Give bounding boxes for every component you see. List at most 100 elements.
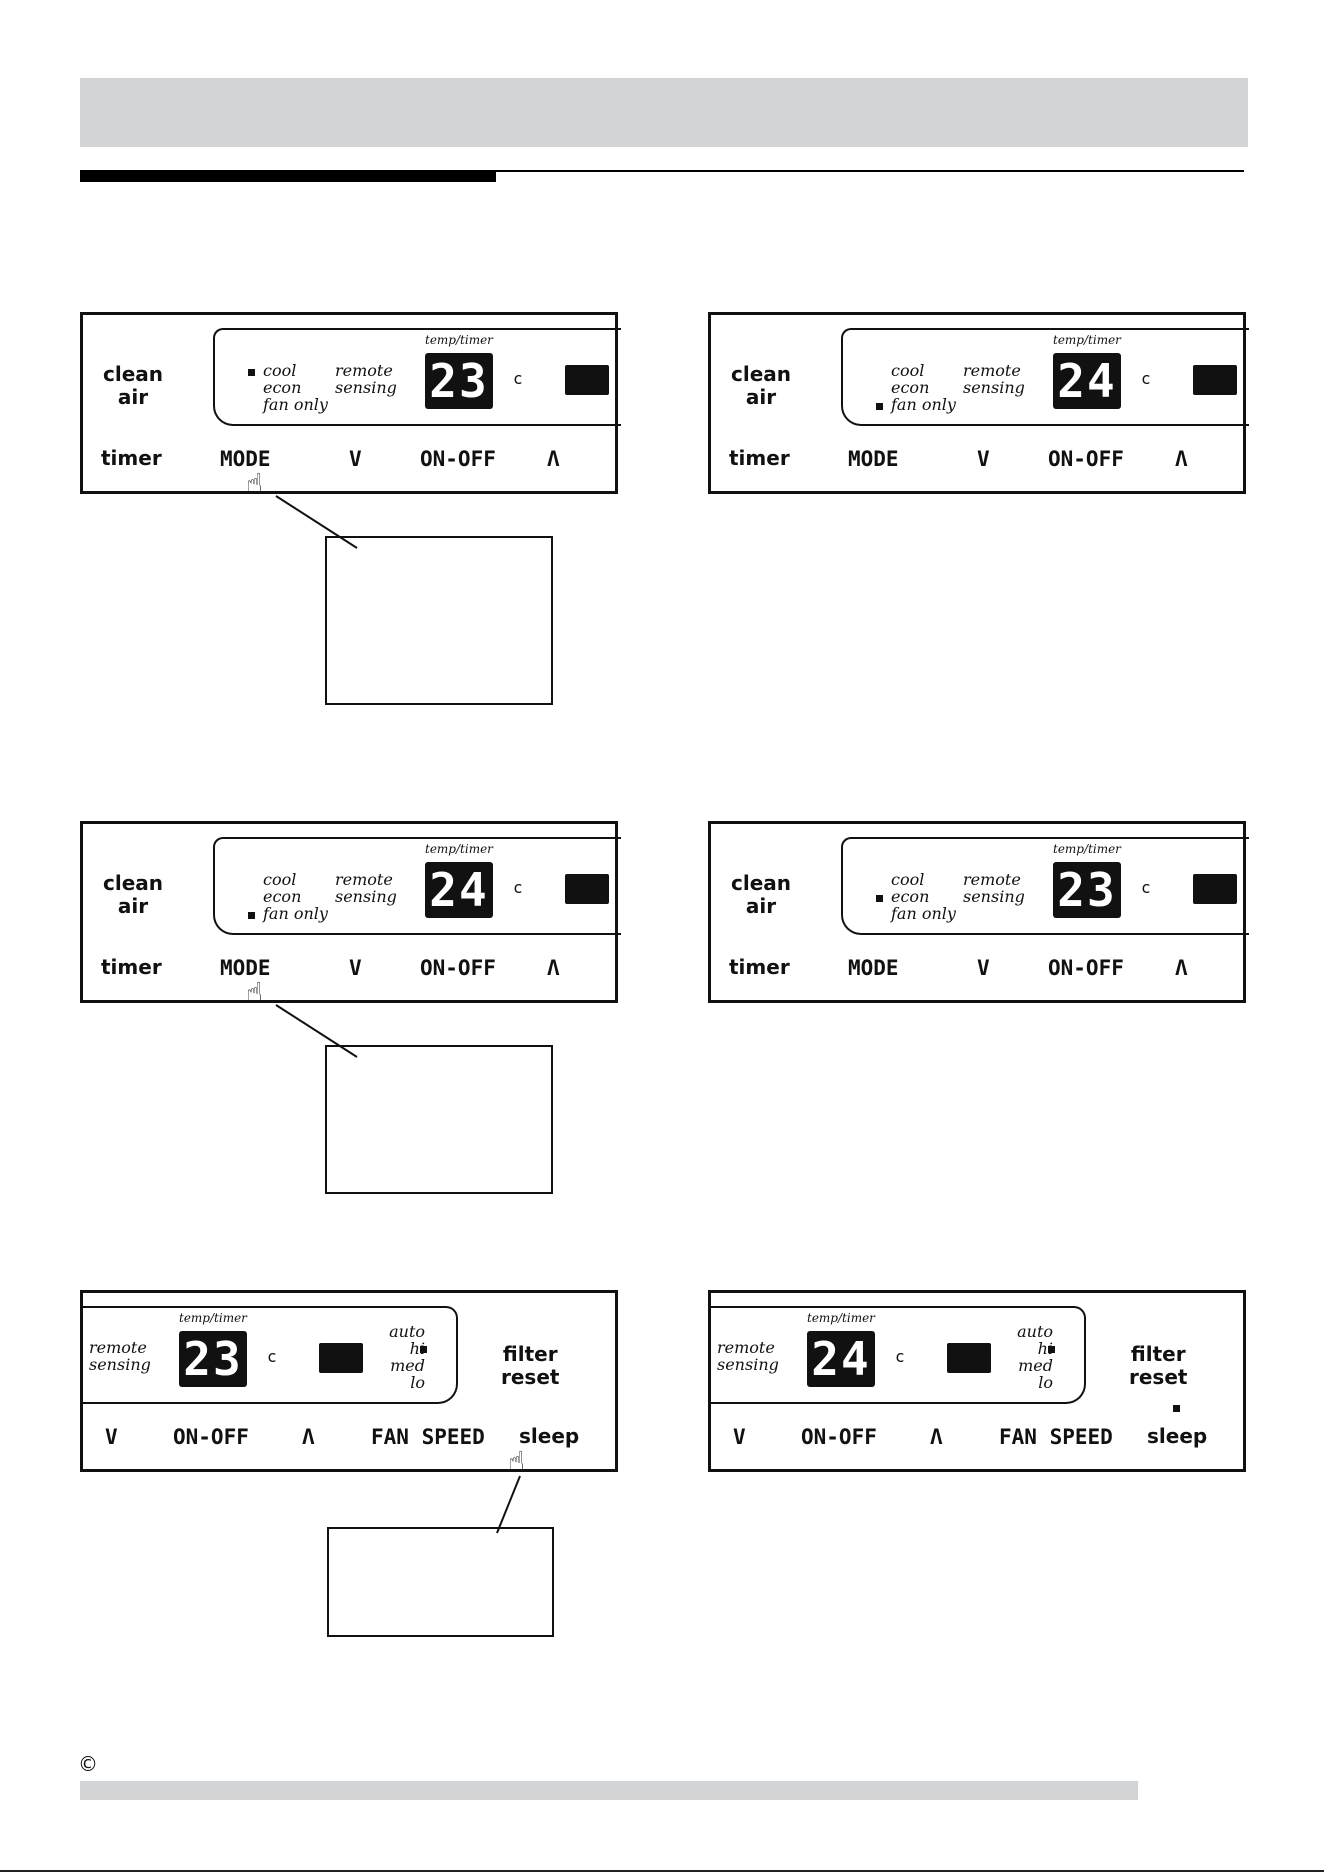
mode-econ-label: econ xyxy=(263,378,302,397)
on-off-button[interactable]: ON-OFF xyxy=(1048,447,1124,471)
temperature-display: 24 xyxy=(1053,353,1121,409)
pointing-hand-icon: ☝ xyxy=(246,467,264,500)
indicator-screen xyxy=(947,1343,991,1373)
indicator-screen xyxy=(565,365,609,395)
mode-econ-label: econ xyxy=(891,887,930,906)
timer-button[interactable]: timer xyxy=(729,446,790,470)
temp-timer-label: temp/timer xyxy=(179,1311,247,1325)
temp-down-button[interactable]: V xyxy=(349,956,362,980)
display-window xyxy=(80,1306,458,1404)
speed-indicator-hi xyxy=(1048,1346,1055,1353)
temp-timer-label: temp/timer xyxy=(425,842,493,856)
temp-timer-label: temp/timer xyxy=(1053,333,1121,347)
display-window xyxy=(841,328,1249,426)
mode-econ-label: econ xyxy=(263,887,302,906)
temp-down-button[interactable]: V xyxy=(733,1425,746,1449)
footer-band xyxy=(80,1781,1138,1800)
pointing-hand-icon: ☝ xyxy=(508,1445,526,1478)
mode-cool-label: cool xyxy=(263,870,297,889)
temp-up-button[interactable]: Λ xyxy=(302,1425,315,1449)
temperature-display: 23 xyxy=(1053,862,1121,918)
mode-button[interactable]: MODE xyxy=(220,447,271,471)
indicator-screen xyxy=(1193,365,1237,395)
temp-down-button[interactable]: V xyxy=(349,447,362,471)
temp-up-button[interactable]: Λ xyxy=(547,447,560,471)
mode-button[interactable]: MODE xyxy=(220,956,271,980)
timer-button[interactable]: timer xyxy=(729,955,790,979)
leader-line-1 xyxy=(275,495,358,549)
temperature-display: 23 xyxy=(179,1331,247,1387)
on-off-button[interactable]: ON-OFF xyxy=(420,447,496,471)
on-off-button[interactable]: ON-OFF xyxy=(420,956,496,980)
on-off-button[interactable]: ON-OFF xyxy=(1048,956,1124,980)
on-off-button[interactable]: ON-OFF xyxy=(173,1425,249,1449)
mode-fan-only-label: fan only xyxy=(891,395,956,414)
sleep-button[interactable]: sleep xyxy=(1147,1424,1208,1448)
bottom-rule xyxy=(0,1870,1324,1872)
callout-box-3 xyxy=(327,1527,554,1637)
header-rule-thin xyxy=(496,170,1244,172)
mode-fan-only-label: fan only xyxy=(263,395,328,414)
unit-label: c xyxy=(513,369,523,388)
temp-timer-label: temp/timer xyxy=(425,333,493,347)
mode-button[interactable]: MODE xyxy=(848,956,899,980)
indicator-screen xyxy=(565,874,609,904)
display-window xyxy=(213,837,621,935)
unit-label: c xyxy=(895,1347,905,1366)
temp-down-button[interactable]: V xyxy=(977,956,990,980)
temp-up-button[interactable]: Λ xyxy=(547,956,560,980)
temp-down-button[interactable]: V xyxy=(977,447,990,471)
mode-cool-label: cool xyxy=(263,361,297,380)
temperature-display: 24 xyxy=(425,862,493,918)
mode-indicator-econ xyxy=(876,895,883,902)
mode-button[interactable]: MODE xyxy=(848,447,899,471)
temp-up-button[interactable]: Λ xyxy=(1175,447,1188,471)
copyright-symbol: © xyxy=(78,1752,98,1776)
temperature-display: 24 xyxy=(807,1331,875,1387)
mode-econ-label: econ xyxy=(891,378,930,397)
unit-label: c xyxy=(1141,369,1151,388)
temperature-display: 23 xyxy=(425,353,493,409)
unit-label: c xyxy=(267,1347,277,1366)
display-window xyxy=(708,1306,1086,1404)
temp-up-button[interactable]: Λ xyxy=(1175,956,1188,980)
speed-indicator-hi xyxy=(420,1346,427,1353)
temp-timer-label: temp/timer xyxy=(807,1311,875,1325)
temp-up-button[interactable]: Λ xyxy=(930,1425,943,1449)
pointing-hand-icon: ☝ xyxy=(246,976,264,1009)
display-window xyxy=(841,837,1249,935)
temp-down-button[interactable]: V xyxy=(105,1425,118,1449)
timer-button[interactable]: timer xyxy=(101,446,162,470)
display-window xyxy=(213,328,621,426)
fan-speed-button[interactable]: FAN SPEED xyxy=(999,1425,1113,1449)
fan-speed-button[interactable]: FAN SPEED xyxy=(371,1425,485,1449)
on-off-button[interactable]: ON-OFF xyxy=(801,1425,877,1449)
timer-button[interactable]: timer xyxy=(101,955,162,979)
indicator-screen xyxy=(1193,874,1237,904)
callout-box-2 xyxy=(325,1045,553,1194)
mode-indicator-fan-only xyxy=(248,912,255,919)
mode-fan-only-label: fan only xyxy=(263,904,328,923)
sleep-button[interactable]: sleep xyxy=(519,1424,580,1448)
temp-timer-label: temp/timer xyxy=(1053,842,1121,856)
unit-label: c xyxy=(1141,878,1151,897)
mode-fan-only-label: fan only xyxy=(891,904,956,923)
